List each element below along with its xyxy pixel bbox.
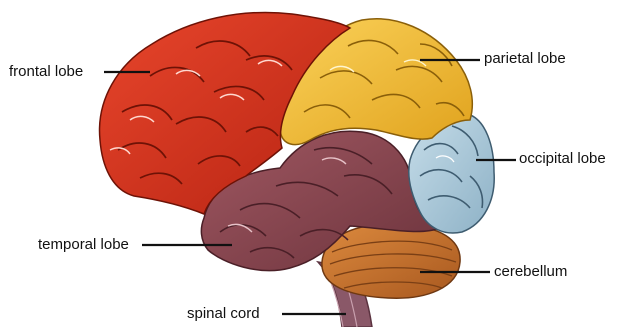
label-cerebellum: cerebellum	[494, 263, 567, 281]
label-frontal-lobe: frontal lobe	[9, 63, 83, 81]
label-occipital-lobe: occipital lobe	[519, 150, 606, 168]
label-parietal-lobe: parietal lobe	[484, 50, 566, 68]
label-temporal-lobe: temporal lobe	[38, 236, 129, 254]
label-spinal-cord: spinal cord	[187, 305, 260, 323]
